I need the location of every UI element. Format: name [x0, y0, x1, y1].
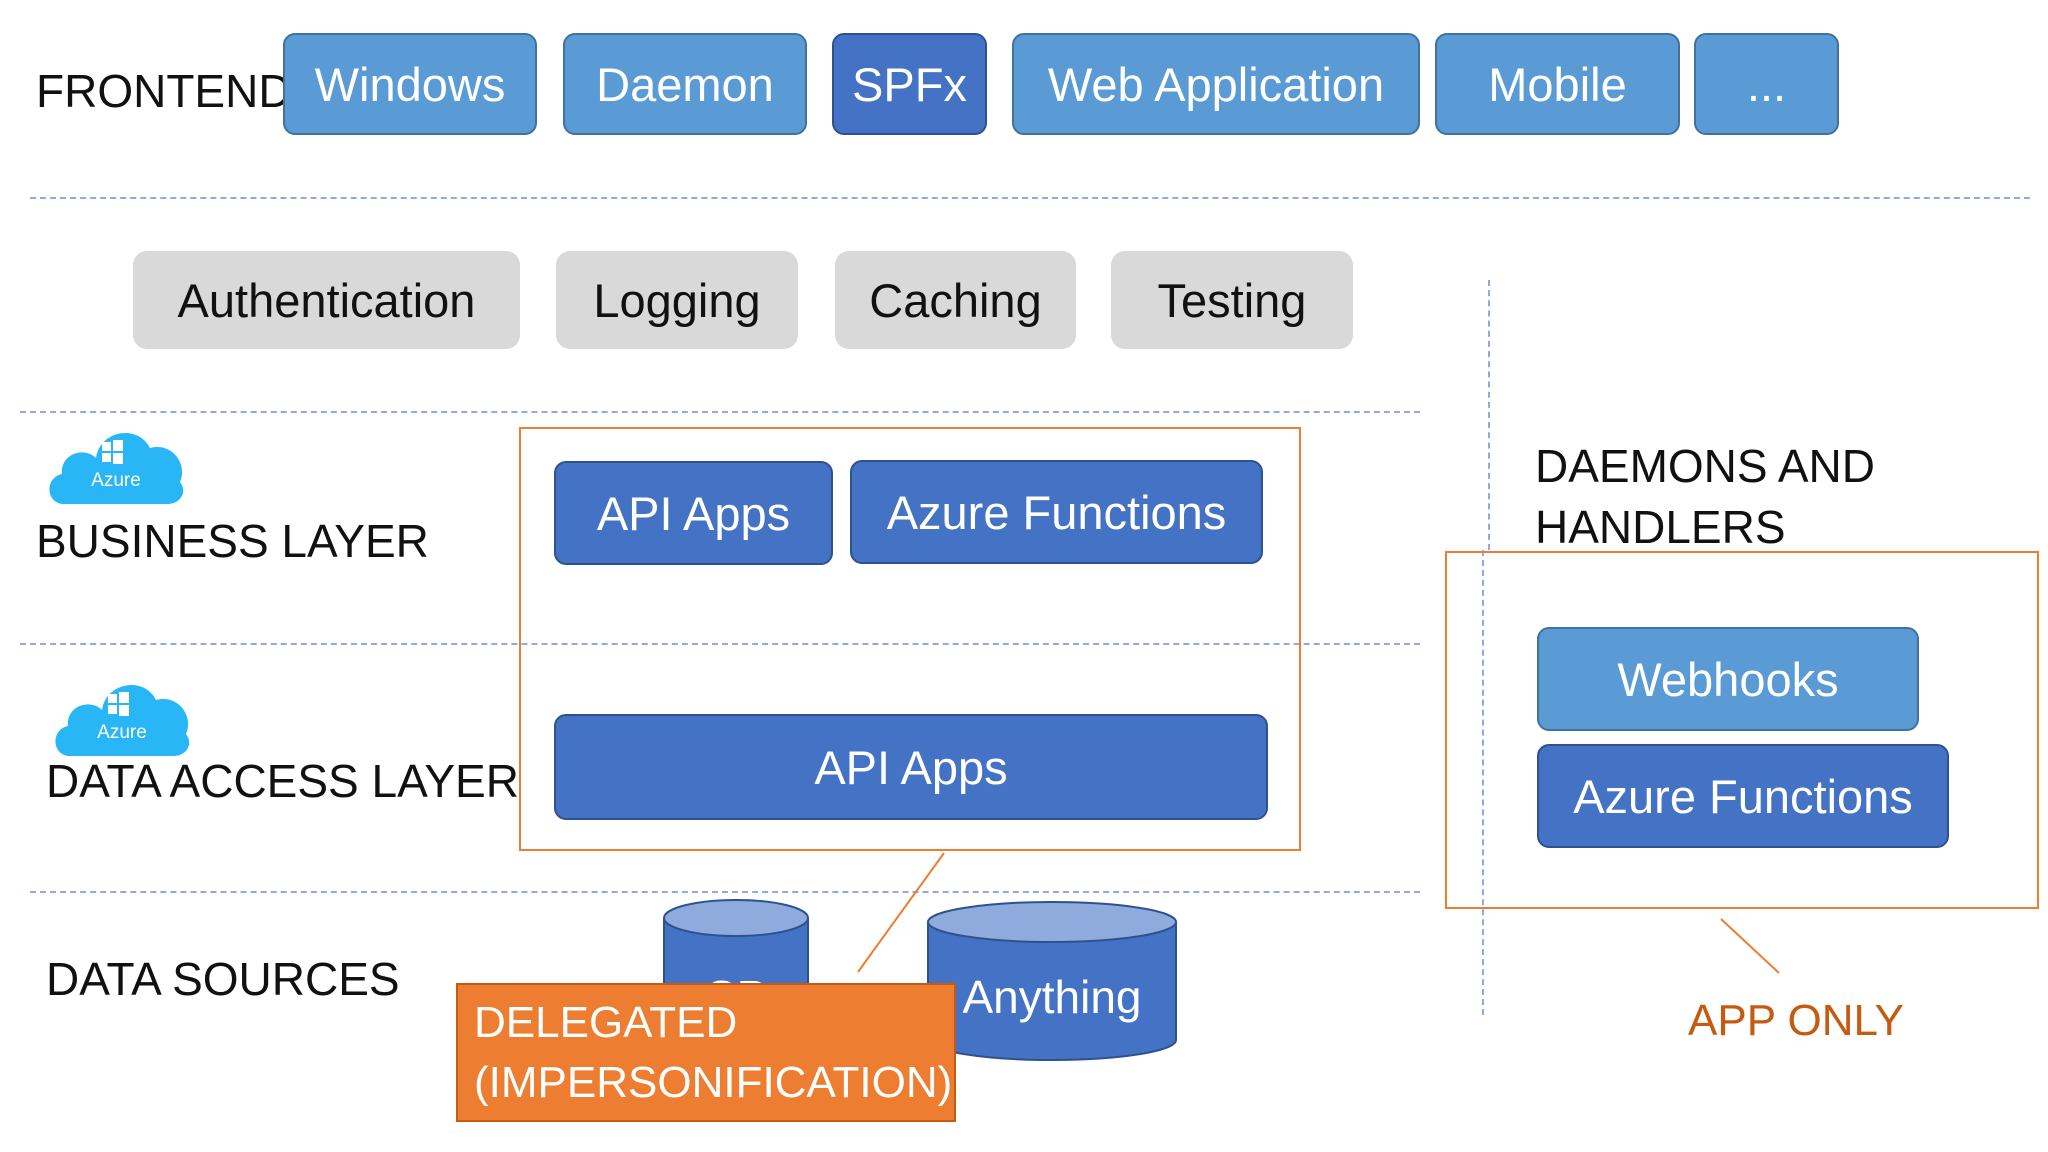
- divider-crosscutting: [20, 411, 1420, 413]
- business-layer-label: BUSINESS LAYER: [36, 515, 429, 567]
- frontend-label: FRONTEND: [36, 65, 292, 117]
- data-access-api-apps: API Apps: [554, 714, 1268, 820]
- delegated-callout: DELEGATED (IMPERSONIFICATION): [456, 983, 956, 1122]
- frontend-mobile: Mobile: [1435, 33, 1680, 135]
- delegated-connector-line: [857, 852, 945, 973]
- app-only-label: APP ONLY: [1688, 996, 1905, 1045]
- crosscutting-authentication: Authentication: [133, 251, 520, 349]
- divider-vertical-upper: [1488, 280, 1490, 550]
- data-access-layer-label: DATA ACCESS LAYER: [46, 755, 519, 807]
- divider-vertical-lower: [1482, 550, 1484, 1015]
- daemons-webhooks: Webhooks: [1537, 627, 1919, 731]
- azure-cloud-icon-data-access: Azure: [48, 672, 196, 758]
- business-azure-functions: Azure Functions: [850, 460, 1263, 564]
- crosscutting-testing: Testing: [1111, 251, 1353, 349]
- frontend-daemon: Daemon: [563, 33, 807, 135]
- business-api-apps: API Apps: [554, 461, 833, 565]
- delegated-callout-line2: (IMPERSONIFICATION): [474, 1058, 953, 1107]
- frontend-spfx: SPFx: [832, 33, 987, 135]
- daemons-label-line2: HANDLERS: [1535, 501, 1786, 553]
- data-sources-label: DATA SOURCES: [46, 953, 400, 1005]
- delegated-callout-line1: DELEGATED: [474, 998, 738, 1047]
- azure-badge-text-business: Azure: [91, 470, 141, 491]
- frontend-windows: Windows: [283, 33, 537, 135]
- app-only-connector-line: [1720, 918, 1780, 974]
- crosscutting-caching: Caching: [835, 251, 1076, 349]
- app-only-scope-frame: [1445, 551, 2039, 909]
- crosscutting-logging: Logging: [556, 251, 798, 349]
- azure-cloud-icon-business: Azure: [42, 420, 190, 506]
- daemons-azure-functions: Azure Functions: [1537, 744, 1949, 848]
- anything-database-label: Anything: [962, 971, 1142, 1023]
- divider-data-access: [30, 891, 1420, 893]
- divider-frontend: [30, 197, 2030, 199]
- daemons-label-line1: DAEMONS AND: [1535, 440, 1875, 492]
- frontend-more: ...: [1694, 33, 1839, 135]
- azure-badge-text-data-access: Azure: [97, 722, 147, 743]
- frontend-web-application: Web Application: [1012, 33, 1420, 135]
- delegated-scope-frame: [519, 427, 1301, 851]
- divider-business: [20, 643, 1420, 645]
